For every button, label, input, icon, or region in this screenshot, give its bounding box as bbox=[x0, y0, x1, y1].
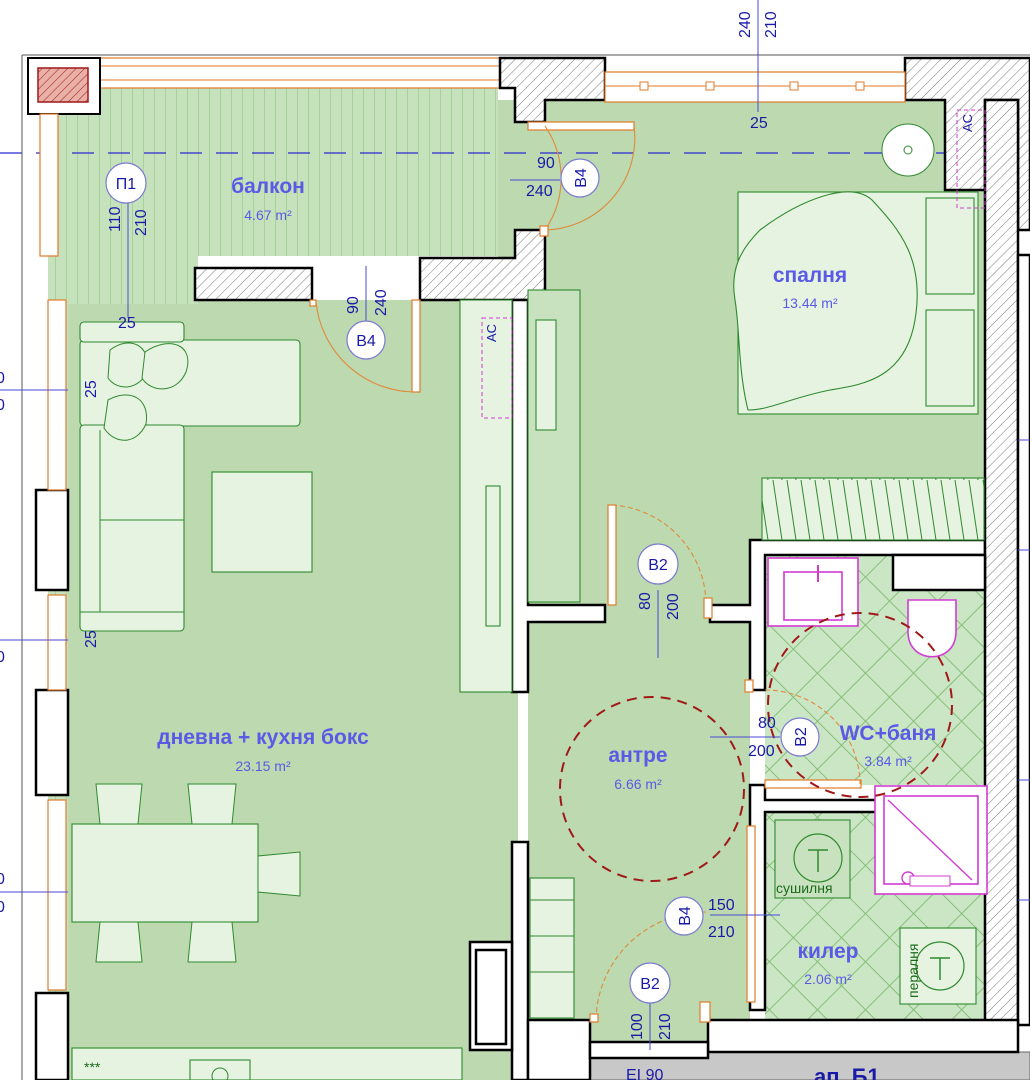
dim-top-h: 210 bbox=[763, 11, 780, 38]
ac-bedroom-label: AC bbox=[960, 114, 975, 132]
washer-label: пералня bbox=[905, 944, 921, 998]
tag-b2-bedroom: B2 bbox=[648, 557, 668, 574]
closet-bedroom bbox=[761, 477, 985, 541]
stove-label: *** bbox=[84, 1059, 101, 1075]
toilet bbox=[907, 599, 957, 658]
tag-b4-storage: B4 bbox=[677, 906, 694, 926]
dim-b2-entrance-h: 210 bbox=[657, 1013, 674, 1040]
dining-chairs bbox=[95, 783, 301, 963]
dim-b4-storage-w: 150 bbox=[708, 897, 735, 914]
dim-p1-h: 210 bbox=[133, 209, 150, 236]
ac-living-label: AC bbox=[484, 324, 499, 342]
cushion bbox=[103, 394, 147, 441]
room-hall-area: 6.66 m² bbox=[614, 776, 662, 792]
room-storage-area: 2.06 m² bbox=[804, 971, 852, 987]
chimney-flue bbox=[37, 67, 89, 103]
dim-b4-living-h: 240 bbox=[373, 289, 390, 316]
dim-b4-storage-h: 210 bbox=[708, 924, 735, 941]
vent-unit bbox=[881, 123, 935, 177]
dim-p1-w: 110 bbox=[107, 206, 124, 232]
pillow bbox=[925, 309, 975, 407]
tag-b4-living: B4 bbox=[356, 333, 376, 350]
room-storage-name: килер bbox=[798, 940, 859, 963]
fire-rating-label: EI 90 bbox=[626, 1067, 663, 1080]
turning-circle-hall bbox=[559, 696, 745, 882]
furniture bbox=[71, 123, 985, 1080]
dryer-label: сушилня bbox=[776, 880, 833, 896]
tag-b2-bath: B2 bbox=[793, 727, 810, 747]
dim-edge-4: 0 bbox=[0, 871, 5, 888]
room-balcony-name: балкон bbox=[231, 175, 305, 198]
dining-table bbox=[71, 823, 259, 923]
duvet bbox=[733, 191, 918, 411]
turning-circle-bath bbox=[767, 612, 953, 798]
room-living-area: 23.15 m² bbox=[235, 758, 291, 774]
floor-hall-entry bbox=[590, 1020, 708, 1042]
dim-edge-3: 0 bbox=[0, 649, 5, 666]
room-bath-area: 3.84 m² bbox=[864, 753, 912, 769]
opening-tags: П1 B4 B4 B2 B2 B4 B2 bbox=[105, 158, 820, 1004]
dim-b4-top-h: 240 bbox=[526, 183, 553, 200]
tag-b2-entrance: B2 bbox=[640, 976, 660, 993]
sofa-back bbox=[79, 321, 185, 343]
dim-left-wall-2: 25 bbox=[83, 630, 100, 648]
dim-b4-living-w: 90 bbox=[345, 296, 362, 314]
dryer-machine bbox=[774, 819, 851, 899]
cushion bbox=[107, 342, 149, 388]
walls bbox=[27, 56, 1030, 1080]
tag-b4-bedroom: B4 bbox=[573, 168, 590, 188]
dim-edge-2: 0 bbox=[0, 397, 5, 414]
shoe-cabinet bbox=[529, 877, 575, 1019]
dimension-lines bbox=[0, 0, 1030, 1050]
dimension-texts: 240 210 25 90 240 110 210 25 90 240 25 2… bbox=[0, 11, 780, 1040]
dim-b2-bedroom-w: 80 bbox=[637, 592, 654, 610]
pillow bbox=[925, 197, 975, 295]
adjacent-apartment-label: ап. Б1 bbox=[814, 1064, 880, 1080]
cushion bbox=[141, 343, 189, 390]
sofa-chaise bbox=[79, 424, 185, 632]
dim-b2-entrance-w: 100 bbox=[629, 1013, 646, 1040]
floor-balcony-strip bbox=[48, 256, 198, 304]
room-living-name: дневна + кухня бокс bbox=[157, 726, 369, 749]
dim-edge-5: 0 bbox=[0, 899, 5, 916]
room-bedroom-name: спалня bbox=[773, 264, 847, 287]
fixture-labels: AC AC сушилня пералня EI 90 *** ап. Б1 bbox=[84, 114, 975, 1080]
dim-b2-bedroom-h: 200 bbox=[665, 593, 682, 620]
dim-b2-bath-h: 200 bbox=[748, 743, 775, 760]
dim-left-wall-1: 25 bbox=[83, 380, 100, 398]
dim-edge-1: 0 bbox=[0, 370, 5, 387]
kitchen-counter bbox=[71, 1047, 463, 1080]
room-bedroom-area: 13.44 m² bbox=[782, 295, 838, 311]
dim-bedroom-window: 25 bbox=[750, 115, 768, 132]
room-balcony-area: 4.67 m² bbox=[244, 207, 292, 223]
room-hall-name: антре bbox=[608, 744, 667, 767]
dim-top-w: 240 bbox=[737, 11, 754, 38]
room-labels: балкон 4.67 m² спалня 13.44 m² дневна + … bbox=[157, 175, 936, 987]
room-bath-name: WC+баня bbox=[840, 722, 937, 745]
washer-machine bbox=[899, 927, 977, 1005]
dim-b4-top-w: 90 bbox=[537, 155, 555, 172]
coffee-table bbox=[211, 471, 313, 573]
dim-balcony-wall: 25 bbox=[118, 315, 136, 332]
dim-b2-bath-w: 80 bbox=[758, 715, 776, 732]
tag-p1: П1 bbox=[116, 176, 137, 193]
